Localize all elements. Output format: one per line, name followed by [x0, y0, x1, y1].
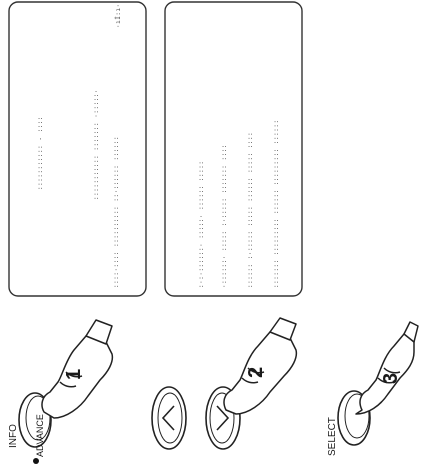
right-display-row-2: ·::::::· ::::: :·::::: ::::::: :::: [221, 144, 228, 288]
left-display-frame [9, 2, 146, 296]
step-1-number: 1 [63, 369, 85, 380]
step-2: 2 [152, 318, 296, 449]
right-display: :·:·::::::· :::::· :::::: ::::: ·::::::·… [165, 2, 302, 296]
step-1: INFO ADVANCE 1 [8, 320, 112, 464]
left-display-row-3: ::::·:::: :::::::::: ::·:::::: :::::: [113, 136, 120, 288]
left-display-top-indicator: ·ıİ:ı· [115, 3, 122, 28]
right-display-frame [165, 2, 302, 296]
select-label: SELECT [327, 417, 338, 456]
right-display-row-4: ::::::: ::::::::: :::::: ::::::::: :::::… [273, 119, 280, 288]
step-2-number: 2 [245, 367, 267, 378]
left-display-row-2: ::::::::::: ::::::: ·:::::· [93, 89, 100, 200]
right-display-row-1: :·:·::::::· :::::· :::::: ::::: [198, 161, 205, 288]
left-display-row-1: ::::::::::: - :::: [37, 116, 44, 190]
right-display-row-3: :::::: :·::::: ::::: :::::: ::::: :::: [247, 132, 254, 288]
advance-dot [33, 458, 39, 464]
advance-label: ADVANCE [35, 414, 45, 457]
step-3-number: 3 [380, 373, 402, 384]
left-arrow-button[interactable] [152, 387, 186, 449]
pointing-hand-icon [356, 322, 418, 414]
info-label: INFO [8, 424, 19, 448]
step-3: SELECT 3 [327, 322, 418, 456]
left-display: ·ıİ:ı· ::::::::::: - :::: ::::::::::: ::… [9, 2, 146, 296]
pointing-hand-icon [224, 318, 296, 414]
